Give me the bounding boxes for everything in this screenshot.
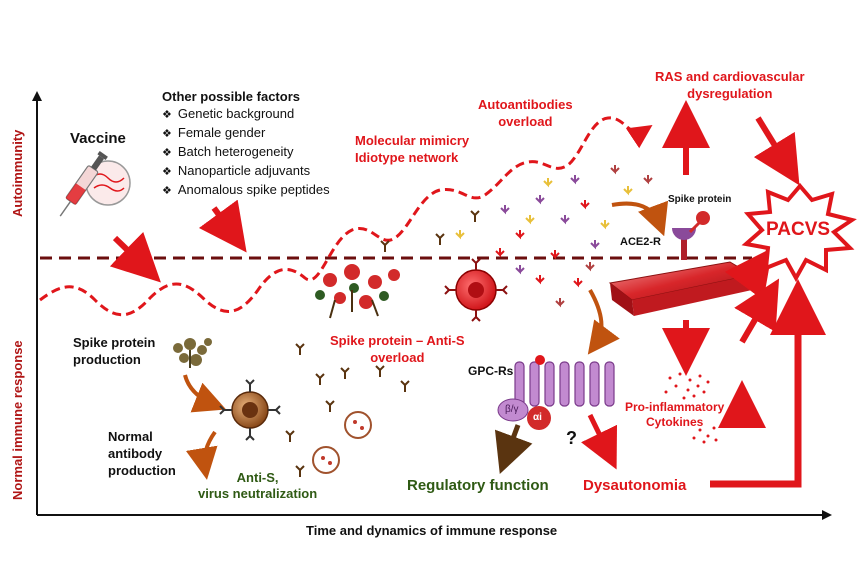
autoantibodies-swarm <box>455 165 653 308</box>
factor-item: Batch heterogeneity <box>162 143 330 162</box>
spike-protein-cluster-small <box>173 338 212 368</box>
cytokines-label: Pro-inflammatory Cytokines <box>625 400 725 429</box>
y-axis-label-top: Autoimmunity <box>10 129 25 217</box>
spike-to-cell-arrow <box>183 374 227 413</box>
activated-b-cell <box>444 258 508 322</box>
spike-overload-label: Spike protein – Anti-S overload <box>330 333 465 365</box>
cytokine-dots <box>664 372 718 444</box>
beta-gamma-label: β/γ <box>505 404 519 415</box>
gpcrs-label: GPC-Rs <box>468 364 514 378</box>
ras-label: RAS and cardiovascular dysregulation <box>655 69 805 101</box>
spike-protein-label: Spike protein <box>668 194 732 205</box>
autoantibody-to-gpcr-arrow <box>587 289 620 355</box>
molecular-mimicry-label: Molecular mimicry Idiotype network <box>355 133 470 165</box>
cytokines-to-pacvs-arrow <box>734 278 780 344</box>
endothelium-tissue <box>608 261 754 316</box>
virus-particle <box>312 411 372 474</box>
gpcr-to-regulatory-arrow <box>494 424 533 475</box>
cell-to-antis-arrow <box>185 430 218 480</box>
anti-s-label: Anti-S, virus neutralization <box>198 470 318 501</box>
alpha-i-label: αi <box>533 412 542 423</box>
factor-item: Genetic background <box>162 105 330 124</box>
spike-production-label: Spike protein production <box>73 335 156 367</box>
vaccine-label: Vaccine <box>70 130 126 147</box>
factors-title: Other possible factors <box>162 89 300 104</box>
gpcr-to-dysautonomia-arrow <box>581 413 618 470</box>
antibody-group-dark <box>285 210 480 477</box>
factors-arrow <box>198 199 247 253</box>
ace2-receptor <box>672 211 710 260</box>
dysautonomia-to-pacvs-arrow <box>710 279 826 488</box>
gpcr-receptor <box>497 355 615 430</box>
pacvs-label: PACVS <box>766 219 831 240</box>
spike-protein-cluster-large <box>315 264 400 319</box>
autoantibodies-label: Autoantibodies overload <box>478 97 573 129</box>
b-cell <box>219 379 281 441</box>
ras-to-pacvs-arrow <box>753 116 800 186</box>
ace2r-label: ACE2-R <box>620 236 661 248</box>
factors-list: Other possible factors Genetic backgroun… <box>162 88 330 200</box>
vaccine-illustration <box>59 151 131 217</box>
factor-item: Nanoparticle adjuvants <box>162 162 330 181</box>
y-axis-label-bottom: Normal immune response <box>10 340 25 500</box>
immune-response-curve <box>39 116 653 317</box>
factor-item: Female gender <box>162 124 330 143</box>
autoantibody-to-receptor-arrow <box>611 200 669 237</box>
x-axis-label: Time and dynamics of immune response <box>306 523 558 538</box>
factor-item: Anomalous spike peptides <box>162 181 330 200</box>
vaccine-arrow <box>109 231 161 283</box>
normal-antibody-label: Normal antibody production <box>108 429 176 478</box>
question-mark: ? <box>566 428 577 448</box>
pacvs-starburst <box>741 182 857 283</box>
regulatory-function-label: Regulatory function <box>407 477 549 494</box>
dysautonomia-label: Dysautonomia <box>583 477 687 494</box>
